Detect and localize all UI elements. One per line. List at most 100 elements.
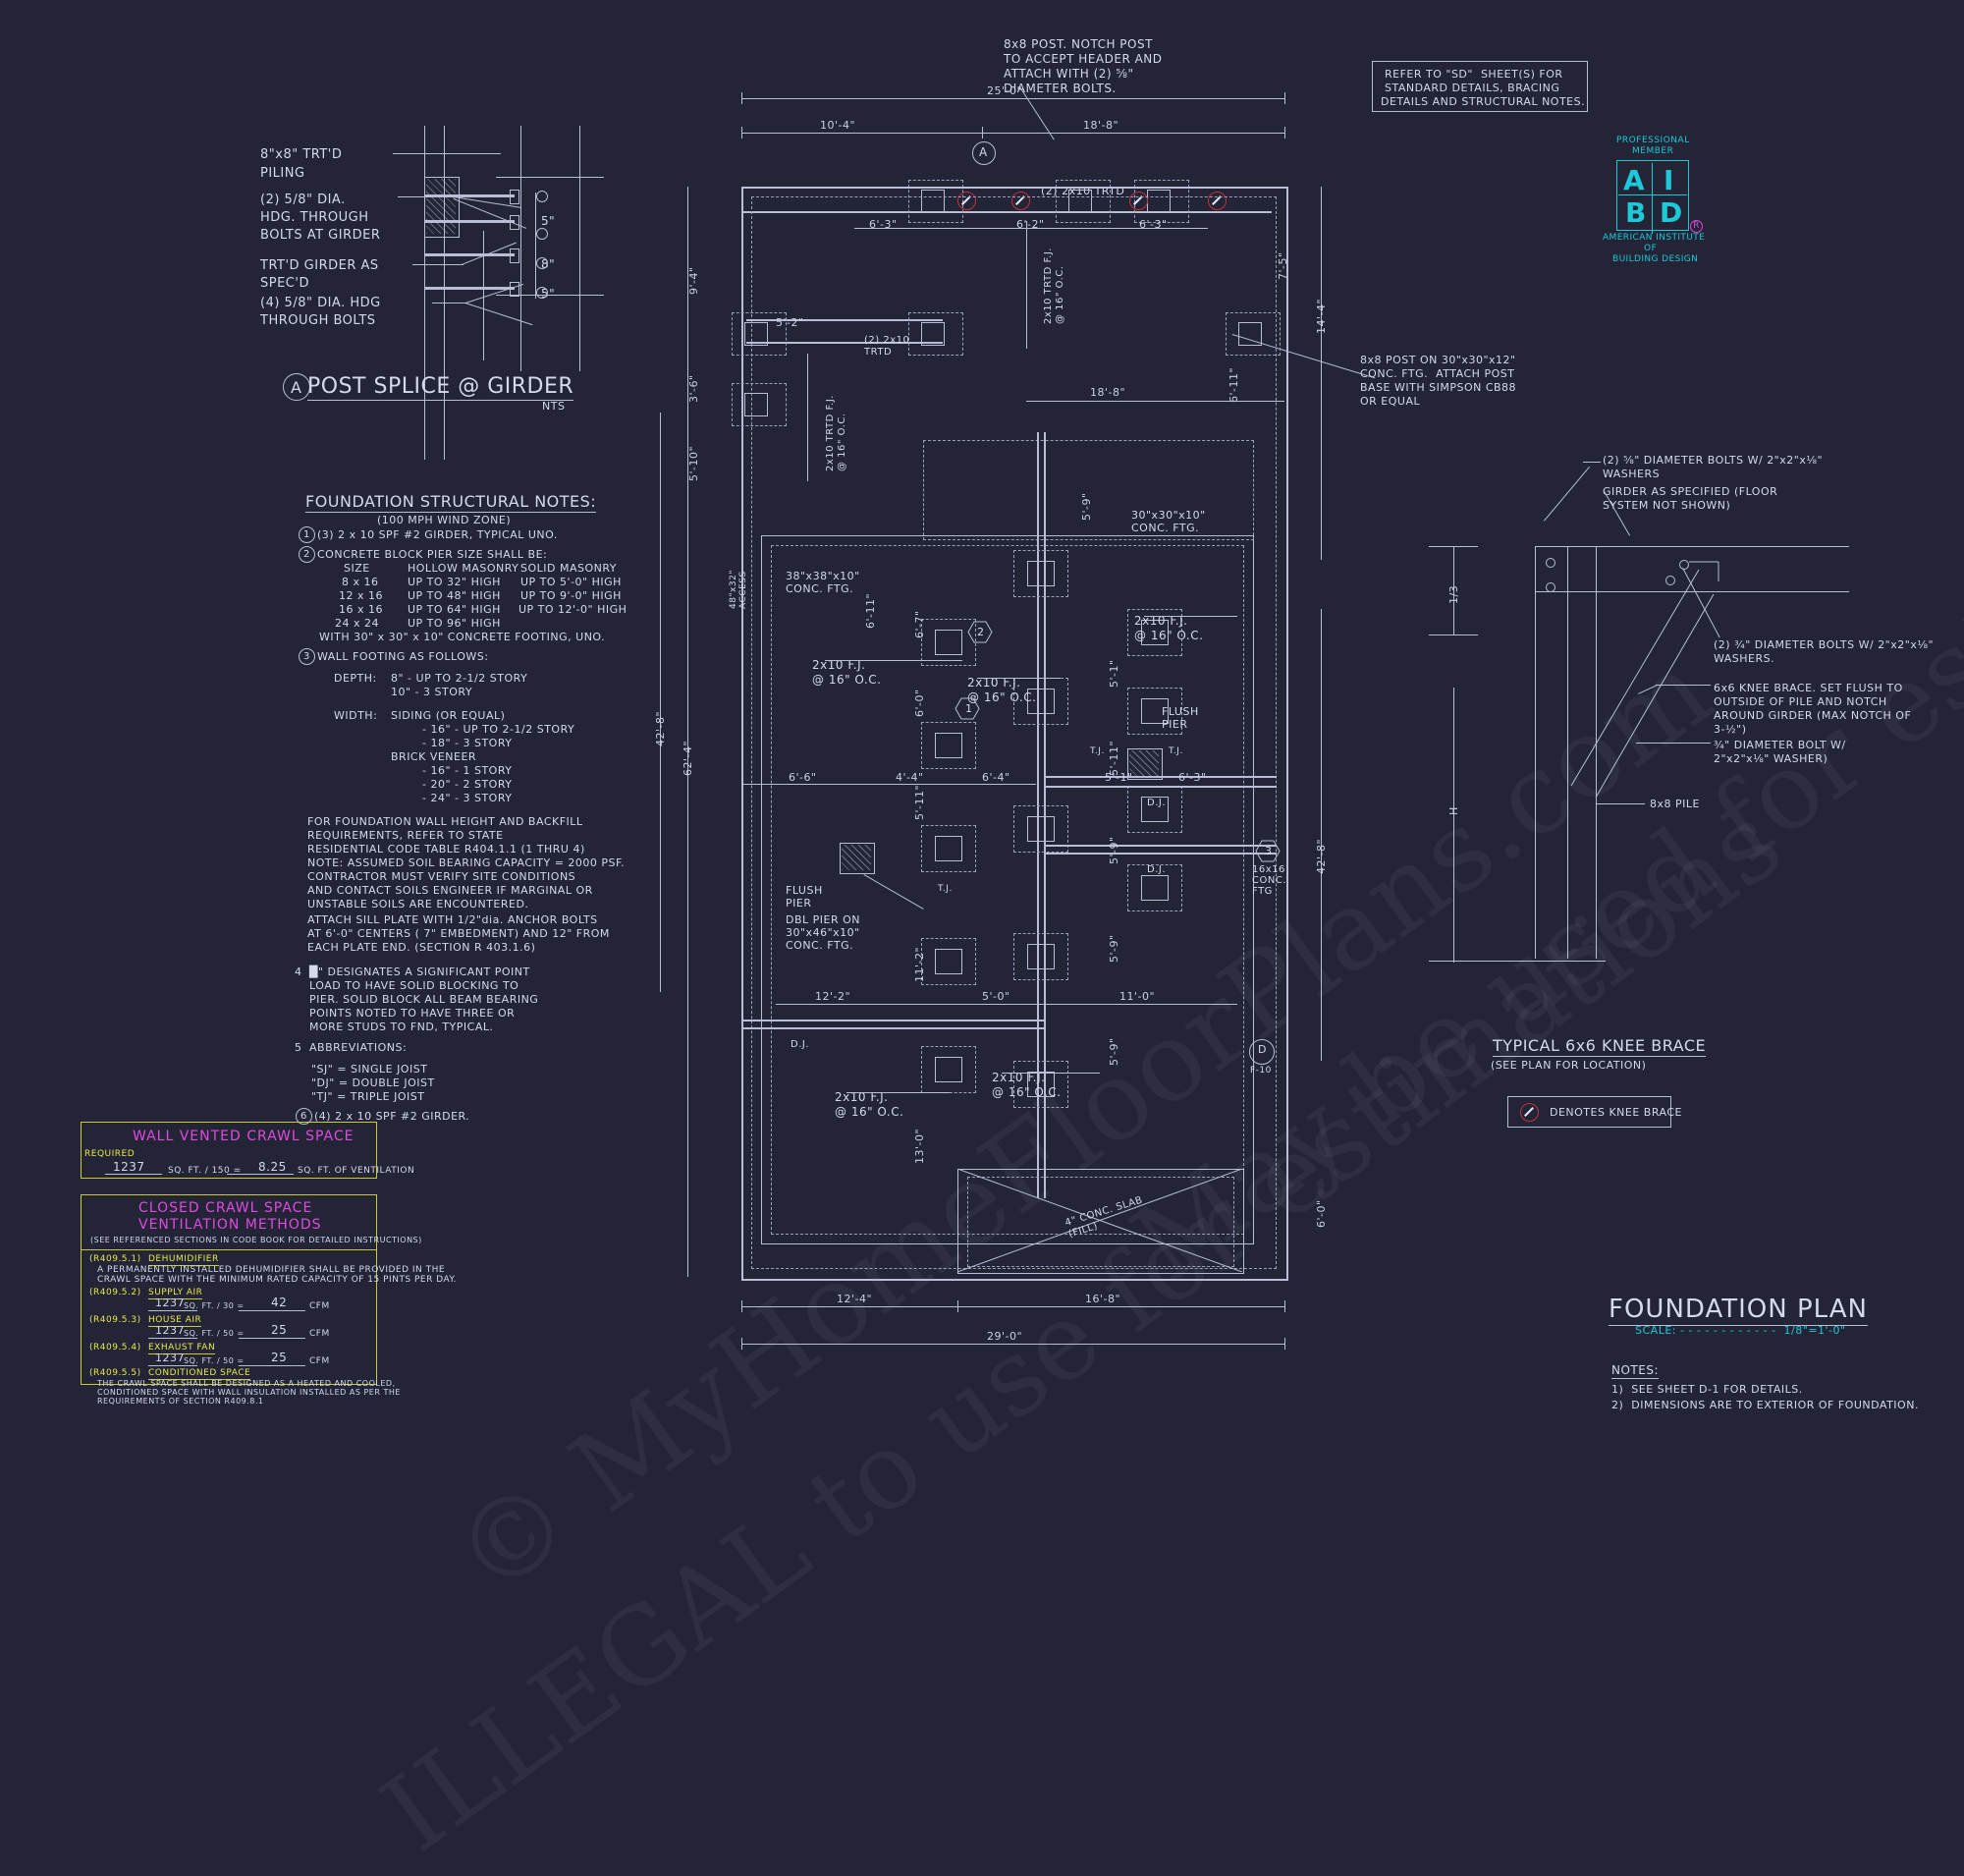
callout-through-bolts: (4) 5/8" DIA. HDG THROUGH BOLTS	[260, 296, 381, 328]
flush-pier-right	[1127, 748, 1163, 780]
ccs-4-code: (R409.5.5)	[89, 1368, 141, 1378]
note-3-text: WALL FOOTING AS FOLLOWS:	[317, 650, 489, 663]
interior-dim-0: 6'-3"	[869, 218, 898, 231]
interior-dim-2: 6'-3"	[1139, 218, 1168, 231]
interior-dim-4-4: 4'-4"	[896, 771, 924, 784]
right-dim-14-4: 14'-4"	[1315, 298, 1328, 334]
ccs-1-area: 1237	[155, 1297, 185, 1309]
width-group-0-line-1: - 18" - 3 STORY	[422, 737, 513, 749]
wvcs-unit-text: SQ. FT. OF VENTILATION	[298, 1166, 415, 1176]
notes-subtitle: (100 MPH WIND ZONE)	[377, 514, 512, 526]
label-fj-5: 2x10 F.J. @ 16" O.C.	[835, 1090, 904, 1119]
ccs-1-name: SUPPLY AIR	[148, 1288, 203, 1299]
label-dbl-pier: DBL PIER ON 30"x46"x10" CONC. FTG.	[786, 913, 860, 952]
ccs-4-body: THE CRAWL SPACE SHALL BE DESIGNED AS A H…	[97, 1379, 401, 1406]
note-1-text: (3) 2 x 10 SPF #2 GIRDER, TYPICAL UNO.	[317, 528, 558, 541]
ccs-2-divisor: SQ. FT. / 50 =	[184, 1329, 245, 1338]
kb-title: TYPICAL 6x6 KNEE BRACE	[1493, 1036, 1707, 1057]
plan-bubble-1-label: 1	[965, 702, 973, 715]
note-2-text: CONCRETE BLOCK PIER SIZE SHALL BE:	[317, 548, 548, 561]
ccs-subtitle: (SEE REFERENCED SECTIONS IN CODE BOOK FO…	[90, 1236, 422, 1244]
title-scale: SCALE: - - - - - - - - - - - - 1/8"=1'-0…	[1635, 1324, 1846, 1337]
aibd-square	[1616, 160, 1689, 231]
page-title: FOUNDATION PLAN	[1609, 1295, 1868, 1326]
label-30x30x10: 30"x30"x10" CONC. FTG.	[1131, 509, 1206, 534]
crawlspace-outline	[761, 535, 1254, 1244]
pier-hollow-3: UP TO 96" HIGH	[408, 617, 501, 630]
pier-hollow-2: UP TO 64" HIGH	[408, 603, 501, 616]
aibd-letter-d: D	[1660, 196, 1683, 229]
knee-brace-marker	[1129, 192, 1148, 210]
ccs-1-unit: CFM	[309, 1301, 330, 1311]
label-trtd-fj-2: 2x10 TRTD F.J. @ 16" O.C.	[825, 395, 847, 471]
width-label: WIDTH:	[334, 709, 378, 722]
right-dim-6-0: 6'-0"	[1315, 1199, 1328, 1228]
ccs-1-code: (R409.5.2)	[89, 1288, 141, 1297]
plan-bubble-2-label: 2	[977, 626, 985, 638]
aibd-member: MEMBER	[1632, 146, 1674, 156]
aibd-letter-i: I	[1664, 164, 1674, 196]
ccs-3-divisor: SQ. FT. / 50 =	[184, 1356, 245, 1365]
pier-hollow-1: UP TO 48" HIGH	[408, 589, 501, 602]
ccs-0-code: (R409.5.1)	[89, 1254, 141, 1264]
plan-bubble-a-label: A	[979, 145, 988, 159]
wall-vented-crawl-space-box: WALL VENTED CRAWL SPACE REQUIRED 1237 SQ…	[81, 1122, 414, 1179]
ccs-2-area: 1237	[155, 1324, 185, 1337]
pier-th-solid: SOLID MASONRY	[520, 562, 618, 575]
right-dim-42-8: 42'-8"	[1315, 838, 1328, 874]
knee-brace-marker	[1011, 192, 1030, 210]
knee-brace-legend: DENOTES KNEE BRACE	[1507, 1096, 1682, 1128]
ccs-1-divisor: SQ. FT. / 30 =	[184, 1301, 245, 1310]
aibd-professional: PROFESSIONAL	[1616, 136, 1690, 145]
knee-brace-icon	[1520, 1103, 1539, 1122]
knee-brace-marker	[957, 192, 976, 210]
label-2-2x10-trtd: (2) 2x10 TRTD	[864, 335, 910, 358]
interior-dim-1: 6'-2"	[1016, 218, 1045, 231]
note-5-text: ABBREVIATIONS:	[309, 1041, 408, 1054]
detail-bubble-a	[283, 373, 310, 401]
interior-dim-6-6: 6'-6"	[789, 771, 817, 784]
label-flush-pier-right: FLUSH PIER	[1162, 705, 1199, 731]
note-4-body: LOAD TO HAVE SOLID BLOCKING TO PIER. SOL…	[309, 979, 539, 1033]
note-5-num: 5	[295, 1041, 302, 1054]
aibd-registered-icon: R	[1690, 220, 1703, 233]
interior-dim-13-0: 13'-0"	[913, 1128, 926, 1164]
note-4-num: 4	[295, 966, 302, 978]
pier-solid-1: UP TO 9'-0" HIGH	[520, 589, 622, 602]
ccs-2-unit: CFM	[309, 1329, 330, 1339]
left-dim-9-4: 9'-4"	[687, 266, 700, 295]
label-fj-1: 2x10 F.J. @ 16" O.C.	[812, 658, 882, 687]
interior-dim-6-3b: 6'-3"	[1178, 771, 1207, 784]
kb-subtitle: (SEE PLAN FOR LOCATION)	[1491, 1059, 1647, 1072]
title-notes-heading: NOTES:	[1611, 1363, 1659, 1379]
ccs-2-code: (R409.5.3)	[89, 1315, 141, 1325]
interior-dim-6-4: 6'-4"	[982, 771, 1010, 784]
pier-th-hollow: HOLLOW MASONRY	[408, 562, 519, 575]
interior-dim-12-2: 12'-2"	[815, 990, 851, 1003]
plan-bubble-1	[955, 697, 980, 720]
note-3-num: 3	[303, 651, 310, 662]
pier-size-0: 8 x 16	[342, 576, 379, 588]
depth-line-1: 10" - 3 STORY	[391, 686, 473, 698]
flush-pier-left	[840, 843, 875, 874]
ccs-3-name: EXHAUST FAN	[148, 1343, 216, 1354]
width-group-1-head: BRICK VENEER	[391, 750, 477, 763]
closed-crawl-space-box: CLOSED CRAWL SPACE VENTILATION METHODS (…	[81, 1194, 457, 1406]
abbrev-1: "DJ" = DOUBLE JOIST	[311, 1076, 435, 1089]
left-dim-5-10: 5'-10"	[687, 445, 700, 481]
right-dim-7-5: 7'-5"	[1277, 251, 1289, 280]
bottom-dim-overall: 29'-0"	[987, 1330, 1023, 1343]
knee-brace-diagonal	[1570, 561, 1719, 799]
kb-legend-label: DENOTES KNEE BRACE	[1550, 1106, 1683, 1119]
post-splice-nts: NTS	[542, 400, 566, 413]
kb-dim-h: H	[1447, 806, 1460, 815]
aibd-of: OF	[1644, 244, 1658, 253]
top-dim-right: 18'-8"	[1083, 119, 1119, 132]
note-4-text: █" DESIGNATES A SIGNIFICANT POINT	[309, 966, 530, 978]
title-note-1: 1) SEE SHEET D-1 FOR DETAILS.	[1611, 1383, 1803, 1396]
aibd-letter-b: B	[1625, 196, 1647, 229]
interior-dim-5-1b: 5'-1"	[1105, 771, 1133, 784]
plan-bubble-a	[972, 141, 996, 165]
plan-bubble-3-label: 3	[1265, 845, 1273, 857]
notes-paragraph-2: ATTACH SILL PLATE WITH 1/2"dia. ANCHOR B…	[307, 913, 610, 954]
